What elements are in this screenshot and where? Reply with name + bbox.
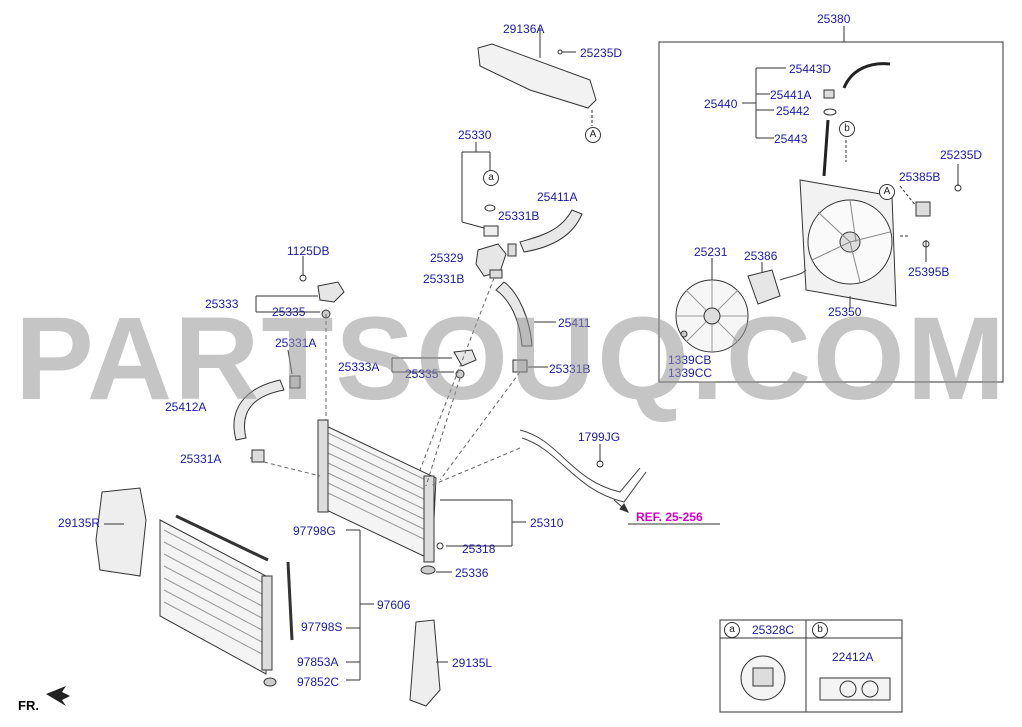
part-label-25330[interactable]: 25330 xyxy=(458,128,492,142)
part-label-25386[interactable]: 25386 xyxy=(744,249,778,263)
part-label-25443d[interactable]: 25443D xyxy=(789,62,832,76)
part-label-25411a[interactable]: 25411A xyxy=(537,190,578,204)
drain-plug-fitting xyxy=(317,281,345,303)
part-label-97852c[interactable]: 97852C xyxy=(297,675,340,689)
part-label-97606[interactable]: 97606 xyxy=(377,598,411,612)
marker-a: a xyxy=(483,170,499,186)
part-label-1125db[interactable]: 1125DB xyxy=(287,244,330,258)
part-label-25235d[interactable]: 25235D xyxy=(940,148,983,162)
part-label-25231[interactable]: 25231 xyxy=(694,245,728,259)
part-label-25442[interactable]: 25442 xyxy=(776,104,810,118)
part-label-25395b[interactable]: 25395B xyxy=(908,265,950,279)
part-label-25440[interactable]: 25440 xyxy=(704,97,738,111)
radiator-upper-hose-a xyxy=(519,209,583,253)
condenser xyxy=(159,519,267,675)
part-label-1339cb[interactable]: 1339CB xyxy=(668,353,712,367)
part-label-25380[interactable]: 25380 xyxy=(817,12,851,26)
part-label-25235d[interactable]: 25235D xyxy=(580,46,623,60)
marker-A-fan: A xyxy=(879,184,895,200)
part-label-25331b[interactable]: 25331B xyxy=(549,362,591,376)
part-label-25329[interactable]: 25329 xyxy=(430,251,464,265)
air-guard-right xyxy=(95,487,147,577)
part-label-25331a[interactable]: 25331A xyxy=(180,452,222,466)
part-label-29135l[interactable]: 29135L xyxy=(452,656,493,670)
part-label-25335[interactable]: 25335 xyxy=(272,305,306,319)
front-direction-arrow xyxy=(46,686,70,706)
part-label-25350[interactable]: 25350 xyxy=(828,305,862,319)
legend-a-part[interactable]: 25328C xyxy=(752,623,795,637)
part-label-25385b[interactable]: 25385B xyxy=(899,170,941,184)
legend-b-part[interactable]: 22412A xyxy=(832,650,874,664)
marker-A-top: A xyxy=(585,127,601,143)
fan-assembly-box xyxy=(658,41,1004,383)
part-label-25333[interactable]: 25333 xyxy=(205,297,239,311)
part-label-25411[interactable]: 25411 xyxy=(558,316,591,330)
part-label-25335[interactable]: 25335 xyxy=(405,367,439,381)
part-label-97853a[interactable]: 97853A xyxy=(297,655,339,669)
part-label-25443[interactable]: 25443 xyxy=(774,132,808,146)
part-label-25331b[interactable]: 25331B xyxy=(423,272,465,286)
legend-a-marker: a xyxy=(724,622,740,638)
part-label-1339cc[interactable]: 1339CC xyxy=(668,366,713,380)
fan-motor xyxy=(747,269,781,305)
reservoir-hose xyxy=(842,62,891,89)
upper-air-guard xyxy=(477,43,597,109)
radiator-lower-hose xyxy=(233,379,285,441)
part-label-25310[interactable]: 25310 xyxy=(530,516,564,530)
part-label-25333a[interactable]: 25333A xyxy=(338,360,380,374)
part-label-29135r[interactable]: 29135R xyxy=(58,516,101,530)
front-direction-label: FR. xyxy=(18,698,39,713)
part-label-97798g[interactable]: 97798G xyxy=(293,524,336,538)
oil-cooler-lines xyxy=(519,429,647,503)
part-label-25412a[interactable]: 25412A xyxy=(165,400,207,414)
radiator-upper-hose xyxy=(495,281,533,347)
reference-link[interactable]: REF. 25-256 xyxy=(636,510,703,524)
part-label-25318[interactable]: 25318 xyxy=(462,542,496,556)
part-label-25441a[interactable]: 25441A xyxy=(770,88,812,102)
legend-b-marker: b xyxy=(812,622,828,638)
air-guard-left xyxy=(409,619,441,707)
legend-box xyxy=(719,619,903,713)
part-label-25336[interactable]: 25336 xyxy=(455,566,489,580)
radiator-core xyxy=(317,423,437,561)
part-label-29136a[interactable]: 29136A xyxy=(503,22,545,36)
part-label-1799jg[interactable]: 1799JG xyxy=(578,430,621,444)
part-label-97798s[interactable]: 97798S xyxy=(301,620,343,634)
part-label-25331b[interactable]: 25331B xyxy=(498,209,540,223)
marker-b: b xyxy=(839,121,855,137)
part-label-25331a[interactable]: 25331A xyxy=(275,336,317,350)
